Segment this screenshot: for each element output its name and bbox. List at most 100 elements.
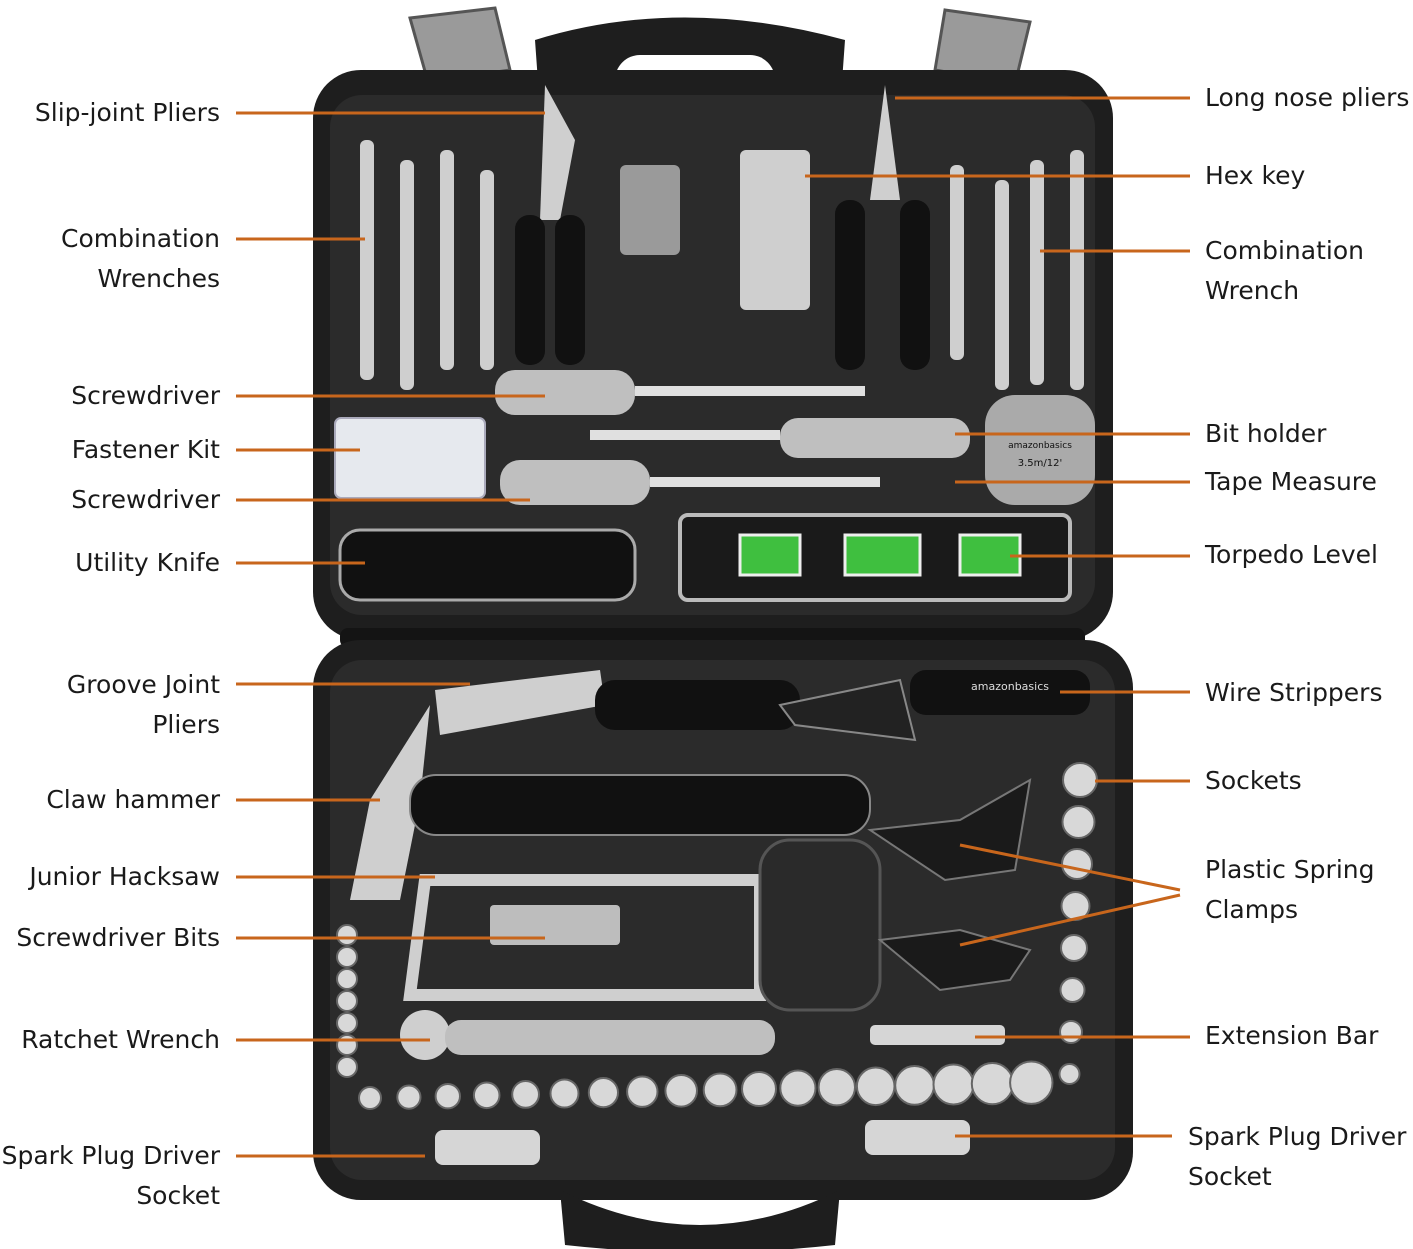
utility-knife-shape: [338, 528, 637, 602]
label-text-line: Plastic Spring: [1205, 855, 1375, 884]
slip-joint-pliers-shape: [515, 85, 585, 365]
label-text-line: Combination: [61, 224, 220, 253]
tape-measure-size: 3.5m/12': [1018, 458, 1063, 469]
junior-hacksaw-shape: [403, 838, 882, 1012]
case-latches: [408, 6, 1032, 86]
socket: [1061, 805, 1096, 839]
label-slip-joint-pliers: Slip-joint Pliers: [34, 98, 220, 127]
label-text-line: Combination: [1205, 236, 1364, 265]
label-text-line: Spark Plug Driver: [1, 1141, 220, 1170]
label-wire-strippers: Wire Strippers: [1205, 678, 1383, 707]
wire-strippers-brand: amazonbasics: [971, 680, 1049, 693]
socket: [336, 1034, 358, 1056]
socket: [664, 1074, 699, 1108]
socket: [336, 946, 358, 968]
label-fastener-kit: Fastener Kit: [71, 435, 220, 464]
socket: [741, 1071, 777, 1107]
screwdrivers: [495, 370, 970, 505]
label-ratchet-wrench: Ratchet Wrench: [21, 1025, 220, 1054]
label-screwdriver-bits: Screwdriver Bits: [16, 923, 220, 952]
socket: [1059, 1020, 1083, 1044]
socket: [894, 1065, 935, 1106]
socket: [336, 990, 358, 1012]
label-torpedo-level: Torpedo Level: [1205, 540, 1378, 569]
extension-bar-shape: [870, 1025, 1005, 1045]
socket: [779, 1069, 817, 1107]
socket: [336, 968, 358, 990]
socket: [1061, 848, 1093, 880]
socket: [932, 1063, 975, 1106]
leader-lines: [236, 96, 1190, 1158]
socket: [336, 1012, 358, 1034]
plastic-spring-clamps-shape: [867, 778, 1032, 992]
long-nose-pliers-shape: [835, 85, 930, 370]
socket: [702, 1072, 738, 1108]
label-text-line: Wrenches: [97, 264, 220, 293]
sockets-row: [358, 1060, 1054, 1110]
label-claw-hammer: Claw hammer: [46, 785, 220, 814]
label-long-nose-pliers: Long nose pliers: [1205, 83, 1410, 112]
label-sockets: Sockets: [1205, 766, 1302, 795]
socket: [396, 1084, 422, 1110]
spark-plug-socket-left-shape: [435, 1130, 540, 1165]
hex-key-set: [620, 150, 810, 310]
label-junior-hacksaw: Junior Hacksaw: [29, 862, 220, 891]
label-text-line: Pliers: [152, 710, 220, 739]
label-text-line: Wrench: [1205, 276, 1300, 305]
screwdriver-bits-rack: [490, 905, 620, 945]
label-screwdriver-2: Screwdriver: [71, 485, 220, 514]
torpedo-level-shape: [678, 513, 1072, 602]
socket: [472, 1081, 501, 1110]
combination-wrenches-left: [360, 140, 494, 390]
label-text-line: Socket: [136, 1181, 220, 1210]
leader-clamps-b: [959, 893, 1181, 947]
socket: [626, 1075, 659, 1108]
label-text-line: Groove Joint: [66, 670, 220, 699]
socket: [817, 1068, 856, 1107]
socket: [1059, 977, 1086, 1003]
label-extension-bar: Extension Bar: [1205, 1021, 1379, 1050]
claw-hammer-shape: [350, 705, 871, 900]
socket: [1058, 1063, 1081, 1085]
socket: [1060, 934, 1088, 962]
bottom-handle: [560, 1190, 840, 1249]
label-hex-key: Hex key: [1205, 161, 1306, 190]
ratchet-wrench-shape: [400, 1010, 775, 1060]
wire-strippers-shape: amazonbasics: [778, 670, 1090, 742]
label-utility-knife: Utility Knife: [75, 548, 220, 577]
socket: [549, 1078, 580, 1109]
socket: [1062, 762, 1098, 798]
socket: [358, 1086, 382, 1110]
fastener-kit-box: [334, 417, 486, 499]
socket: [336, 1056, 358, 1078]
socket: [434, 1083, 461, 1110]
combination-wrenches-right: [950, 150, 1084, 390]
label-screwdriver-1: Screwdriver: [71, 381, 220, 410]
socket: [336, 924, 358, 946]
groove-joint-pliers-shape: [435, 670, 800, 735]
label-bit-holder: Bit holder: [1205, 419, 1327, 448]
socket: [511, 1080, 540, 1109]
spark-plug-socket-right-shape: [865, 1120, 970, 1155]
sockets-column: [336, 762, 1098, 1085]
socket: [970, 1062, 1015, 1106]
label-text-line: Socket: [1188, 1162, 1272, 1191]
label-text-line: Clamps: [1205, 895, 1298, 924]
tape-measure-brand: amazonbasics: [1008, 441, 1072, 451]
leader-clamps-a: [959, 843, 1181, 892]
socket: [587, 1077, 620, 1109]
label-text-line: Spark Plug Driver: [1188, 1122, 1407, 1151]
